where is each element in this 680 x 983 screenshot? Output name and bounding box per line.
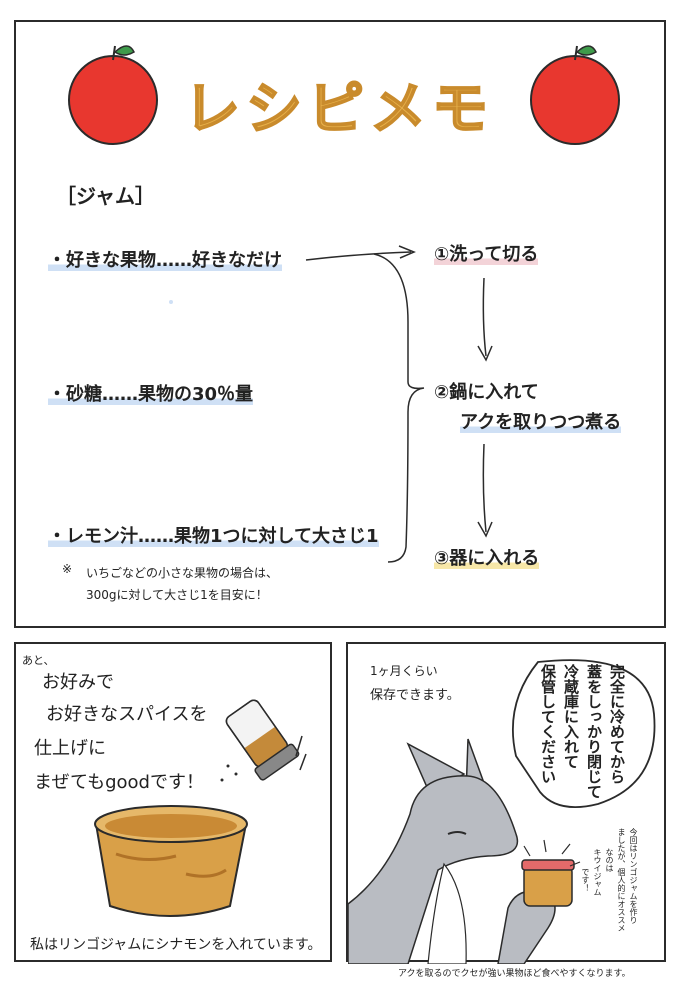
storage-panel: 1ヶ月くらい 保存できます。 完全に冷めてから 蓋をしっかり閉じて 冷蔵庫に入れ… <box>346 642 666 964</box>
step-1: ①洗って切る <box>434 244 539 265</box>
side-note: 今回はリンゴジャムを作り ましたが、個人的にオススメ なのは キウイジャム です… <box>580 828 639 954</box>
recipe-panel: レシピメモ ［ジャム］ ・好きな果物……好きなだけ ・砂糖……果物の30％量 ・… <box>14 20 666 628</box>
speech-bubble <box>511 659 656 809</box>
apple-left-icon <box>68 45 158 145</box>
brace <box>373 253 425 563</box>
side-line-4: キウイジャム <box>593 848 602 896</box>
fox-icon <box>348 738 556 964</box>
spice-line-2: お好きなスパイスを <box>46 704 208 725</box>
side-line-2: ましたが、個人的にオススメ <box>617 828 626 932</box>
storage-line-1: 1ヶ月くらい <box>370 664 438 678</box>
footer-note: アクを取るのでクセが強い果物ほど食べやすくなります。 <box>398 969 631 979</box>
page-title: レシピメモ <box>183 76 494 143</box>
side-line-1: 今回はリンゴジャムを作り <box>629 828 638 924</box>
note-mark: ※ <box>62 562 73 576</box>
bubble-line-4: 保管してください <box>539 664 557 784</box>
spice-line-4: まぜてもgoodです！ <box>34 772 204 793</box>
note-line-1: いちごなどの小さな果物の場合は、 <box>86 566 279 580</box>
note-line-2: 300gに対して大さじ1を目安に！ <box>86 588 268 602</box>
section-heading: ［ジャム］ <box>56 184 155 208</box>
side-line-5: です！ <box>581 868 590 892</box>
spice-bottom-text: 私はリンゴジャムにシナモンを入れています。 <box>30 937 322 953</box>
bubble-text: 完全に冷めてから 蓋をしっかり閉じて 冷蔵庫に入れて 保管してください <box>538 664 628 800</box>
ingredient-lemon: ・レモン汁……果物1つに対して大さじ1 <box>48 526 379 547</box>
arrow-to-step1 <box>305 251 412 261</box>
recipe-drawings <box>68 45 620 563</box>
step-3: ③器に入れる <box>434 548 540 569</box>
arrow-step1-to-2 <box>482 277 487 357</box>
spice-small-text: あと、 <box>22 654 55 667</box>
bubble-line-2: 蓋をしっかり閉じて <box>585 664 603 799</box>
spice-line-3: 仕上げに <box>34 738 106 759</box>
ingredient-sugar: ・砂糖……果物の30％量 <box>48 384 254 405</box>
apple-right-icon <box>530 45 620 145</box>
bubble-line-1: 完全に冷めてから <box>608 664 626 784</box>
storage-line-2: 保存できます。 <box>370 688 460 703</box>
arrow-step2-to-3 <box>482 443 487 533</box>
spice-drawings <box>94 699 307 917</box>
side-line-3: なのは <box>605 848 614 872</box>
jam-jar-icon <box>521 859 575 907</box>
jam-bowl-icon <box>94 805 248 917</box>
storage-drawings <box>348 659 656 964</box>
spice-line-1: お好みで <box>42 672 114 693</box>
ingredient-fruit: ・好きな果物……好きなだけ <box>48 250 282 271</box>
step-2-line-2: アクを取りつつ煮る <box>460 412 622 433</box>
spice-panel: あと、 お好みで お好きなスパイスを 仕上げに まぜてもgoodです！ 私はリン… <box>14 642 332 962</box>
spice-shaker-icon <box>225 699 300 781</box>
bubble-line-3: 冷蔵庫に入れて <box>562 664 580 769</box>
step-2-line-1: ②鍋に入れて <box>434 382 539 403</box>
